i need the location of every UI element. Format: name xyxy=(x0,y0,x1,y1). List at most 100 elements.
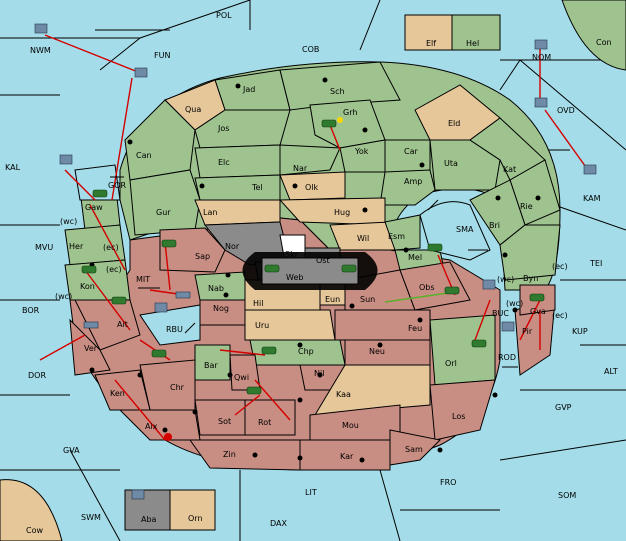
sea-gvp: GVP xyxy=(555,403,572,412)
sea-bor: BOR xyxy=(22,306,40,315)
svg-text:Car: Car xyxy=(404,147,418,156)
sea-con: Con xyxy=(596,38,612,47)
svg-text:Sch: Sch xyxy=(330,87,345,96)
svg-text:Sot: Sot xyxy=(218,417,231,426)
territory-car[interactable] xyxy=(384,139,431,176)
svg-text:Wil: Wil xyxy=(357,234,369,243)
sea-dax: DAX xyxy=(270,519,287,528)
sea-buc: BUC xyxy=(492,309,509,318)
svg-text:Aix: Aix xyxy=(145,422,158,431)
svg-text:Her: Her xyxy=(69,242,84,251)
territory-zin[interactable] xyxy=(189,439,301,471)
svg-text:Qua: Qua xyxy=(185,105,201,114)
svg-text:Lan: Lan xyxy=(203,208,217,217)
svg-text:Kon: Kon xyxy=(80,282,95,291)
sea-rod: ROD xyxy=(498,353,516,362)
sea-tei: TEI xyxy=(589,259,602,268)
territory-jos[interactable] xyxy=(194,109,291,149)
svg-text:Nil: Nil xyxy=(314,369,324,378)
territory-orn[interactable] xyxy=(169,489,216,531)
svg-text:Zin: Zin xyxy=(223,450,236,459)
sea-som: SOM xyxy=(558,491,576,500)
territory-amp[interactable] xyxy=(379,169,436,206)
territory-sam[interactable] xyxy=(389,429,442,466)
svg-text:Uta: Uta xyxy=(444,159,458,168)
capital-inner xyxy=(261,257,359,285)
svg-text:Jad: Jad xyxy=(242,85,255,94)
svg-text:Grh: Grh xyxy=(343,108,357,117)
svg-text:Orn: Orn xyxy=(188,514,203,523)
svg-text:Nor: Nor xyxy=(225,242,240,251)
svg-text:Can: Can xyxy=(136,151,152,160)
territory-aix[interactable] xyxy=(118,409,201,441)
territory-uta[interactable] xyxy=(429,139,501,191)
sea-pol: POL xyxy=(216,11,232,20)
territory-neu[interactable] xyxy=(344,339,431,366)
svg-text:Hel: Hel xyxy=(466,39,479,48)
svg-text:Mou: Mou xyxy=(342,421,359,430)
territory-ver[interactable] xyxy=(69,318,111,376)
svg-text:Esm: Esm xyxy=(388,232,405,241)
svg-text:(ec): (ec) xyxy=(106,265,122,274)
sea-fro: FRO xyxy=(440,478,456,487)
territory-hel[interactable] xyxy=(451,14,501,51)
svg-text:Skr: Skr xyxy=(285,250,299,259)
territory-sap[interactable] xyxy=(159,227,226,273)
svg-text:Bar: Bar xyxy=(204,361,218,370)
territory-rot[interactable] xyxy=(244,399,296,436)
svg-text:(ec): (ec) xyxy=(552,311,568,320)
territory-ait[interactable] xyxy=(74,299,141,351)
sea-gva: GVA xyxy=(63,446,80,455)
territory-orl[interactable] xyxy=(429,314,496,386)
territory-olk[interactable] xyxy=(279,171,346,201)
svg-text:Tel: Tel xyxy=(251,183,263,192)
territory-byn[interactable] xyxy=(499,224,561,281)
svg-text:(wc): (wc) xyxy=(55,292,72,301)
svg-text:Gur: Gur xyxy=(156,208,171,217)
svg-text:Mel: Mel xyxy=(408,253,422,262)
sea-ovd: OVD xyxy=(557,106,575,115)
territory-can[interactable] xyxy=(124,99,196,181)
svg-text:Sun: Sun xyxy=(360,295,375,304)
sea-mvu: MVU xyxy=(35,243,53,252)
sea-rbu[interactable] xyxy=(139,304,201,346)
sea-nwm: NWM xyxy=(30,46,51,55)
svg-text:Elf: Elf xyxy=(426,39,436,48)
svg-text:(ec): (ec) xyxy=(103,243,119,252)
territory-elc[interactable] xyxy=(194,144,281,179)
svg-text:Qwi: Qwi xyxy=(234,373,249,382)
sea-dor: DOR xyxy=(28,371,46,380)
svg-text:Olk: Olk xyxy=(305,183,319,192)
svg-text:Jos: Jos xyxy=(217,124,229,133)
svg-text:Chp: Chp xyxy=(298,347,314,356)
territory-kaa[interactable] xyxy=(314,364,431,416)
svg-text:Rie: Rie xyxy=(520,202,533,211)
coast-labels: (wc) (ec) (ec) (wc) (wc) (ec) (wc) (ec) xyxy=(55,217,568,320)
svg-text:(ec): (ec) xyxy=(552,262,568,271)
territory-los[interactable] xyxy=(429,379,496,441)
sea-kam: KAM xyxy=(583,194,601,203)
svg-text:Kat: Kat xyxy=(503,165,516,174)
territory-nar[interactable] xyxy=(279,144,341,176)
sea-kup: KUP xyxy=(572,327,588,336)
sea-alt: ALT xyxy=(604,367,618,376)
territory-tel[interactable] xyxy=(194,174,281,201)
svg-text:Nab: Nab xyxy=(208,284,224,293)
sea-swm: SWM xyxy=(81,513,101,522)
passage-arrows xyxy=(110,176,518,368)
svg-text:Rot: Rot xyxy=(258,418,271,427)
sea-fun: FUN xyxy=(154,51,170,60)
svg-text:Elc: Elc xyxy=(218,158,230,167)
svg-text:Web: Web xyxy=(286,273,303,282)
svg-text:Orl: Orl xyxy=(445,359,457,368)
svg-text:Uru: Uru xyxy=(255,321,269,330)
svg-text:Nar: Nar xyxy=(293,164,308,173)
svg-text:Chr: Chr xyxy=(170,383,185,392)
svg-text:Neu: Neu xyxy=(369,347,385,356)
territory-esm[interactable] xyxy=(384,214,421,251)
territory-gur[interactable] xyxy=(129,169,201,236)
svg-text:Los: Los xyxy=(452,412,465,421)
sea-labels: POL FUN COB NWM NOM OVD Con KAL GOR MVU … xyxy=(5,11,618,535)
territory-labels: Jad Sch Grh Jos Qua Elc Nar Tel Gur Can … xyxy=(69,39,546,524)
svg-text:Eld: Eld xyxy=(448,119,460,128)
